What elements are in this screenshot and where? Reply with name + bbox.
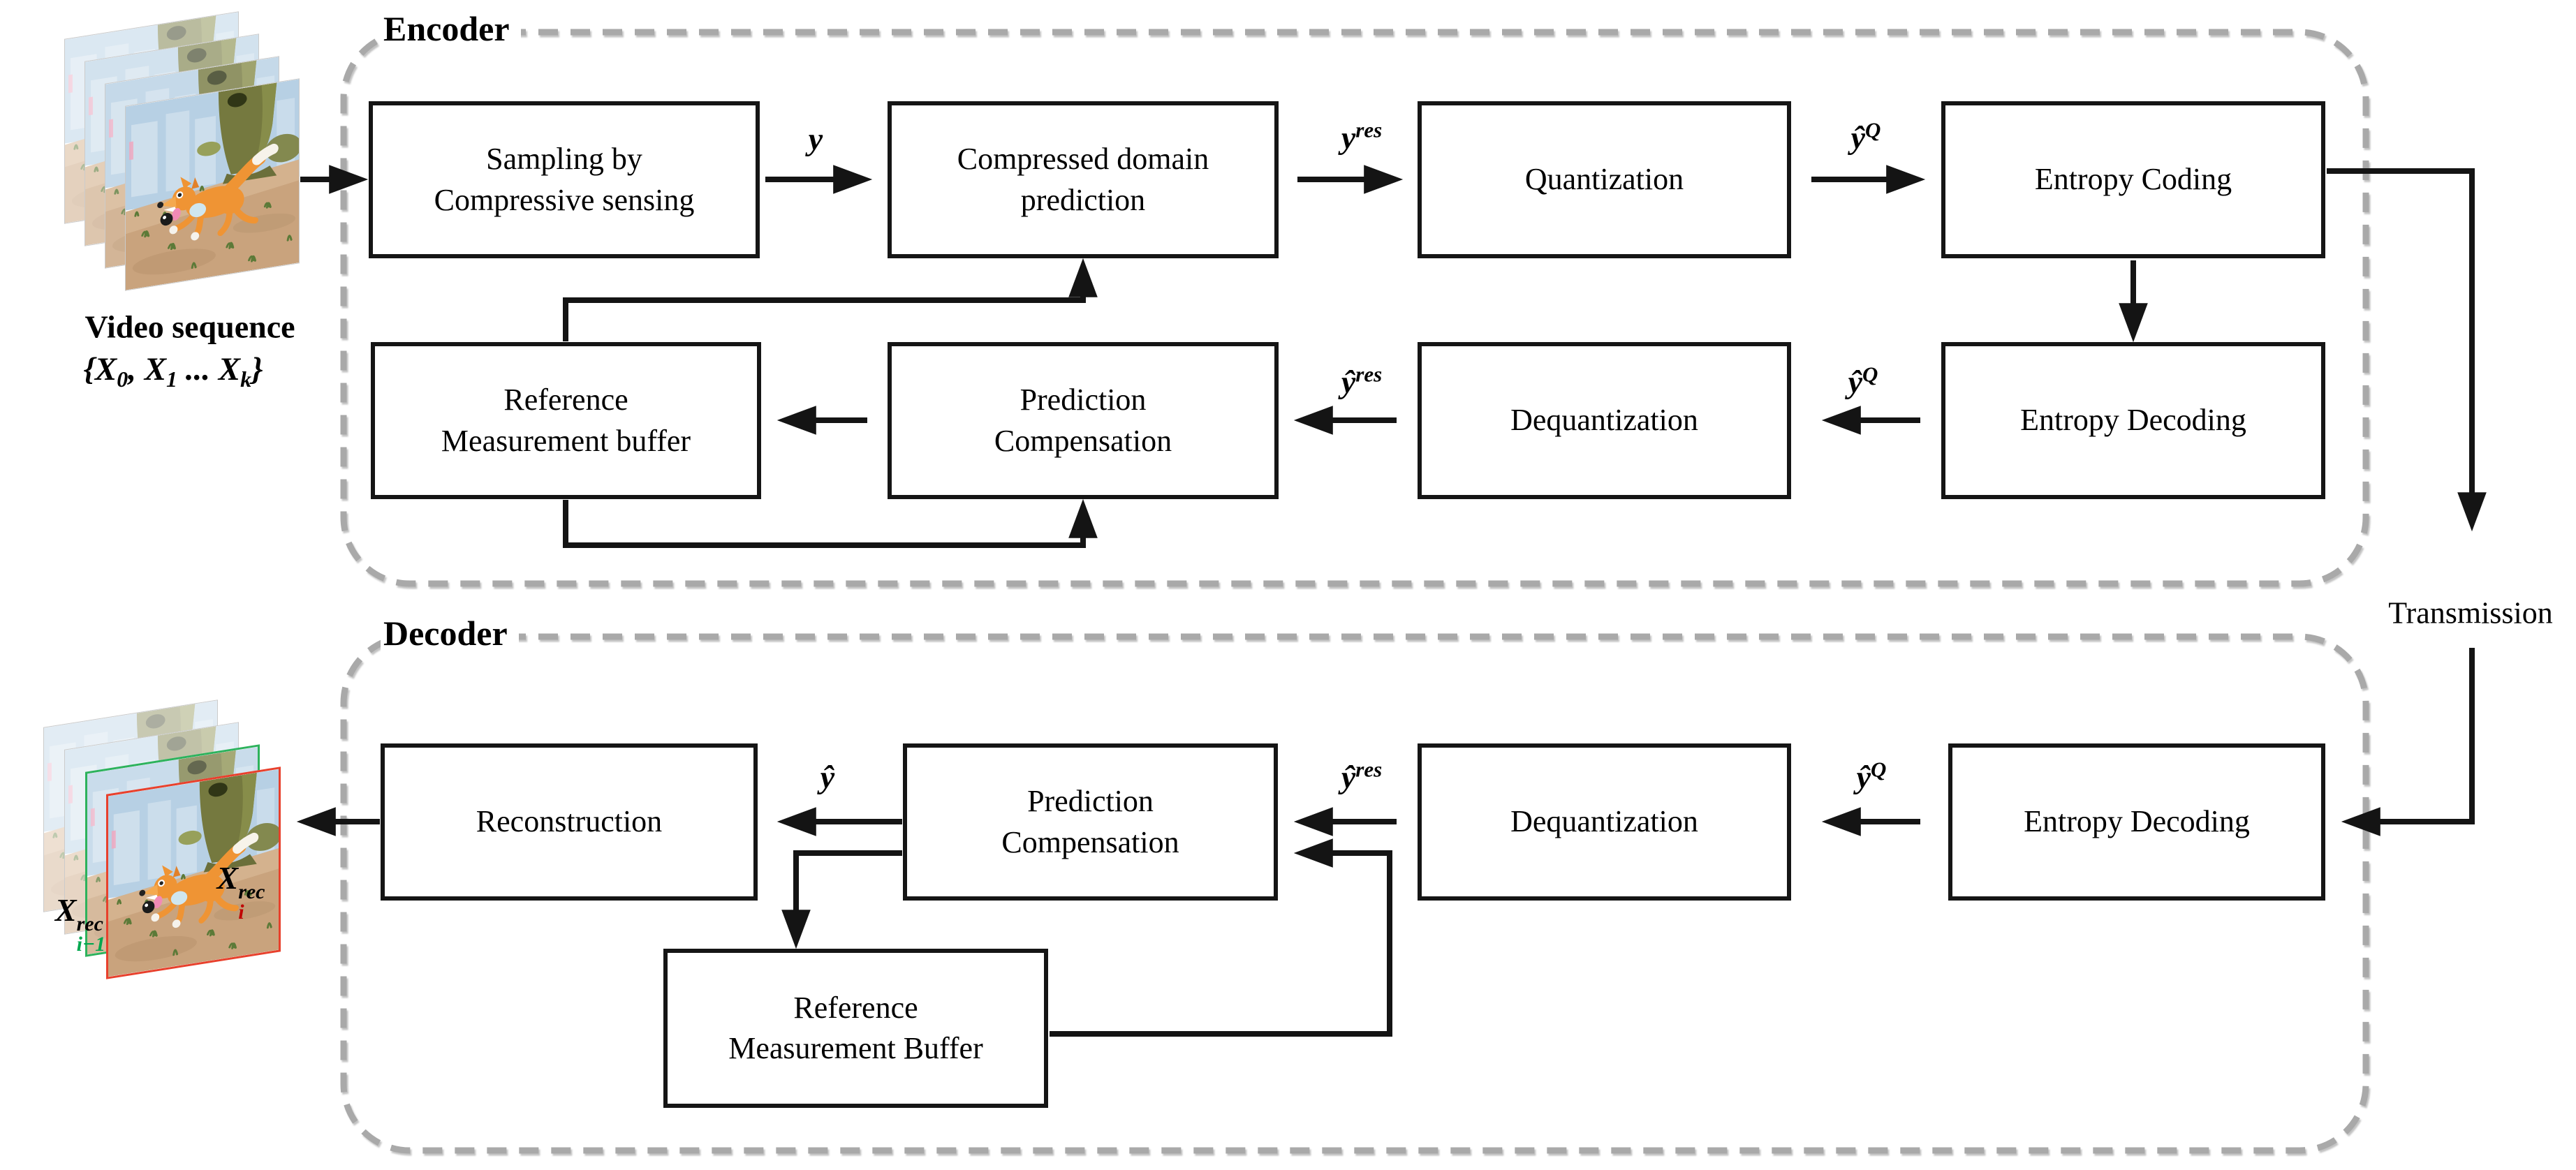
decoder-box-reference-measurement-buffer: Reference Measurement Buffer bbox=[663, 949, 1048, 1108]
decoder-label-text: Decoder bbox=[383, 614, 508, 653]
box-label-line: Reconstruction bbox=[476, 804, 663, 839]
video-sequence-caption: Video sequence bbox=[84, 309, 295, 346]
signal-base: ŷ bbox=[1341, 364, 1356, 400]
box-label-line: Compensation bbox=[994, 423, 1172, 458]
decoder-container-border bbox=[340, 633, 2369, 1154]
signal-yhat-q-top: ŷQ bbox=[1851, 117, 1881, 156]
video-sequence-caption-text: Video sequence bbox=[84, 309, 295, 345]
encoder-box-dequantization: Dequantization bbox=[1418, 342, 1791, 499]
encoder-box-quantization: Quantization bbox=[1418, 101, 1791, 258]
decoder-box-entropy-decoding: Entropy Decoding bbox=[1948, 743, 2325, 901]
signal-sup: Q bbox=[1865, 117, 1881, 142]
encoder-container-border bbox=[340, 29, 2369, 587]
video-sequence-formula: {X0, X1 ... Xk} bbox=[83, 350, 263, 392]
feedback-dec-buffer-to-compensation bbox=[1050, 838, 1392, 1037]
signal-base: ŷ bbox=[820, 759, 835, 795]
formula-xk: X bbox=[218, 350, 241, 387]
box-label-line: Reference bbox=[503, 383, 628, 417]
signal-base: ŷ bbox=[1341, 759, 1356, 795]
encoder-box-reference-measurement-buffer: Reference Measurement buffer bbox=[371, 342, 761, 499]
encoder-box-entropy-coding: Entropy Coding bbox=[1941, 101, 2325, 258]
box-label-line: Measurement buffer bbox=[441, 423, 691, 458]
box-label-line: Entropy Decoding bbox=[2024, 804, 2250, 839]
encoder-box-compressed-domain-prediction: Compressed domain prediction bbox=[888, 101, 1279, 258]
decoder-box-dequantization: Dequantization bbox=[1418, 743, 1791, 901]
signal-yhat-decoder: ŷ bbox=[820, 757, 834, 795]
formula-subk: k bbox=[240, 366, 252, 392]
box-label-line: Prediction bbox=[1027, 784, 1154, 819]
decoder-region-label: Decoder bbox=[381, 613, 519, 656]
signal-y: y bbox=[809, 119, 823, 157]
box-label-line: Compressed domain bbox=[957, 142, 1209, 177]
signal-base: ŷ bbox=[1850, 119, 1866, 156]
box-label-line: Dequantization bbox=[1510, 403, 1698, 438]
transmission-label: Transmission bbox=[2383, 595, 2559, 631]
signal-yhat-q-bottom: ŷQ bbox=[1848, 362, 1878, 400]
box-label-line: Reference bbox=[793, 990, 918, 1025]
box-label-line: prediction bbox=[1020, 182, 1146, 217]
signal-base: ŷ bbox=[1848, 364, 1863, 400]
signal-sub-green: i−1 bbox=[76, 932, 106, 956]
signal-sup: res bbox=[1355, 362, 1383, 387]
encoder-label-text: Encoder bbox=[383, 9, 510, 48]
box-label-line: Quantization bbox=[1524, 162, 1684, 197]
box-label-line: Dequantization bbox=[1510, 804, 1698, 839]
signal-base: ŷ bbox=[1856, 759, 1871, 795]
signal-y-res: yres bbox=[1341, 117, 1382, 156]
encoder-box-entropy-decoding: Entropy Decoding bbox=[1941, 342, 2325, 499]
signal-sup: rec bbox=[238, 880, 265, 903]
box-label-line: Entropy Coding bbox=[2034, 162, 2232, 197]
formula-comma: , bbox=[128, 350, 145, 387]
feedback-buffer-to-compensation bbox=[563, 498, 1098, 548]
box-label-line: Entropy Decoding bbox=[2020, 403, 2246, 438]
encoder-region-label: Encoder bbox=[381, 8, 521, 52]
decoder-box-prediction-compensation: Prediction Compensation bbox=[903, 743, 1278, 901]
transmission-line-lower bbox=[2341, 648, 2475, 836]
formula-ellipsis: ... bbox=[177, 350, 219, 387]
video-frame-front bbox=[125, 78, 300, 291]
transmission-line-upper bbox=[2327, 168, 2487, 532]
formula-x1: X bbox=[144, 350, 167, 387]
box-label-line: Sampling by bbox=[486, 142, 642, 177]
encoder-box-sampling: Sampling by Compressive sensing bbox=[369, 101, 760, 258]
box-label-line: Measurement Buffer bbox=[728, 1031, 983, 1065]
signal-sub-red: i bbox=[238, 900, 244, 924]
formula-sub1: 1 bbox=[166, 366, 178, 392]
box-label-line: Prediction bbox=[1020, 383, 1147, 417]
signal-sup: res bbox=[1355, 757, 1383, 782]
formula-sub0: 0 bbox=[117, 366, 128, 392]
signal-yhat-res-encoder: ŷres bbox=[1341, 362, 1382, 400]
box-label-line: Compressive sensing bbox=[434, 182, 695, 217]
signal-base: y bbox=[1341, 119, 1356, 156]
box-label-line: Compensation bbox=[1001, 824, 1179, 859]
transmission-label-text: Transmission bbox=[2388, 595, 2553, 630]
signal-base: X bbox=[54, 892, 77, 928]
feedback-buffer-to-prediction bbox=[563, 258, 1098, 341]
signal-base: y bbox=[808, 121, 823, 157]
formula-close-brace: } bbox=[251, 350, 263, 387]
signal-sup: rec bbox=[76, 912, 103, 935]
signal-sup: res bbox=[1355, 117, 1383, 142]
arrow-dec-compensation-to-buffer bbox=[781, 850, 902, 949]
signal-base: X bbox=[216, 860, 239, 896]
encoder-box-prediction-compensation: Prediction Compensation bbox=[888, 342, 1279, 499]
formula-x0: X bbox=[94, 350, 117, 387]
signal-sup: Q bbox=[1871, 757, 1887, 782]
formula-open-brace: { bbox=[83, 350, 95, 387]
signal-sup: Q bbox=[1862, 362, 1878, 387]
signal-yhat-q-decoder: ŷQ bbox=[1857, 757, 1887, 795]
signal-yhat-res-decoder: ŷres bbox=[1341, 757, 1382, 795]
decoder-box-reconstruction: Reconstruction bbox=[381, 743, 758, 901]
